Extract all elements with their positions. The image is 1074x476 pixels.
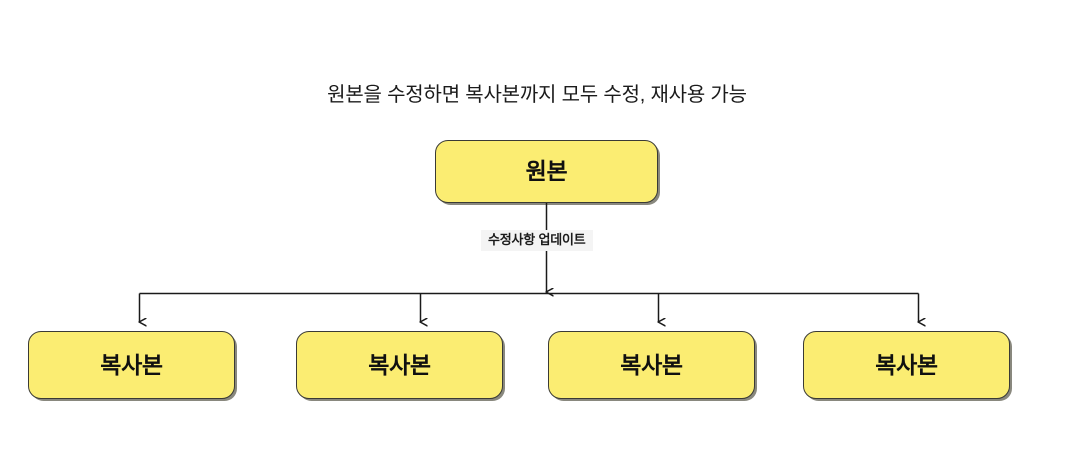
node-copy-2[interactable]: 복사본 <box>296 331 503 399</box>
node-original[interactable]: 원본 <box>435 140 658 203</box>
node-copy-4[interactable]: 복사본 <box>803 331 1010 399</box>
diagram-caption: 원본을 수정하면 복사본까지 모두 수정, 재사용 가능 <box>327 84 747 106</box>
node-copy-3-label: 복사본 <box>620 351 683 378</box>
node-copy-3[interactable]: 복사본 <box>548 331 755 399</box>
node-original-label: 원본 <box>525 158 568 184</box>
node-copy-4-label: 복사본 <box>875 351 938 378</box>
node-copy-1-label: 복사본 <box>100 351 163 378</box>
node-copy-2-label: 복사본 <box>368 351 431 378</box>
edge-label-update: 수정사항 업데이트 <box>481 230 593 252</box>
node-copy-1[interactable]: 복사본 <box>28 331 235 399</box>
